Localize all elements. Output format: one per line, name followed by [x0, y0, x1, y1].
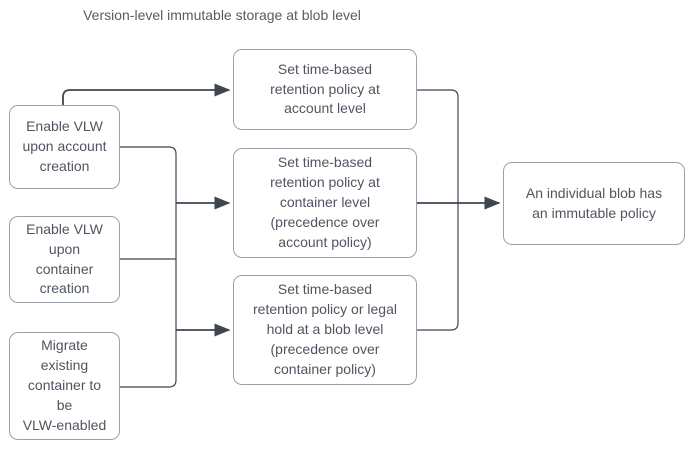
- node-label: Enable VLW upon container creation: [26, 220, 103, 297]
- connector-account-to-account-policy: [62, 83, 231, 105]
- node-migrate-existing-container: Migrate existing container to be VLW-ena…: [9, 332, 120, 440]
- node-label: Set time-based retention policy at conta…: [270, 154, 380, 250]
- connector-right-trunk: [417, 89, 459, 331]
- node-enable-vlw-account: Enable VLW upon account creation: [9, 105, 120, 189]
- node-retention-account-level: Set time-based retention policy at accou…: [233, 49, 417, 130]
- node-label: Set time-based retention policy or legal…: [253, 281, 397, 377]
- node-retention-blob-level: Set time-based retention policy or legal…: [233, 275, 417, 385]
- node-enable-vlw-container: Enable VLW upon container creation: [9, 216, 120, 303]
- diagram-title: Version-level immutable storage at blob …: [83, 7, 361, 23]
- node-label: Enable VLW upon account creation: [22, 118, 107, 174]
- node-label: An individual blob has an immutable poli…: [525, 184, 663, 221]
- connector-left-trunk: [120, 146, 177, 388]
- node-individual-blob-immutable: An individual blob has an immutable poli…: [503, 162, 685, 245]
- node-label: Set time-based retention policy at accou…: [270, 60, 380, 117]
- node-label: Migrate existing container to be VLW-ena…: [22, 337, 107, 433]
- node-retention-container-level: Set time-based retention policy at conta…: [233, 148, 417, 258]
